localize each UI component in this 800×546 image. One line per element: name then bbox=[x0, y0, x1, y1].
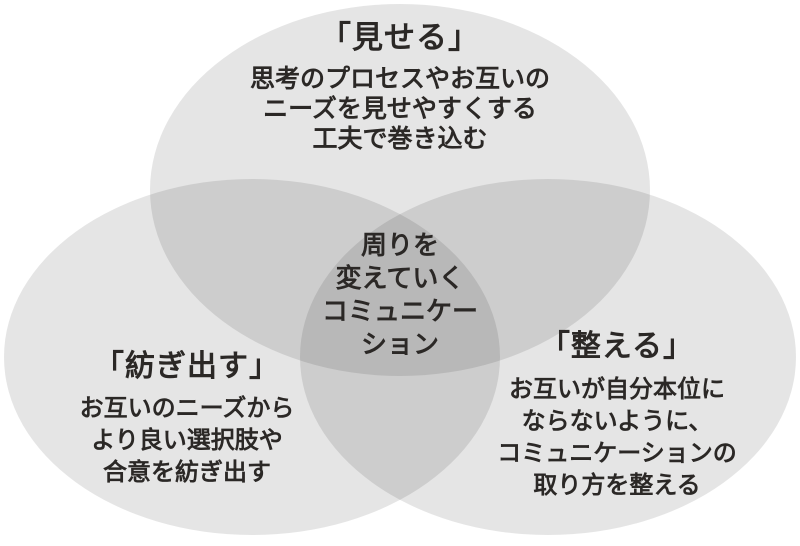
circle-body-totonoeru: お互いが自分本位に ならないように、 コミュニケーションの 取り方を整える bbox=[467, 373, 767, 501]
venn-circle-miseru bbox=[150, 4, 650, 376]
circle-body-tsumugidasu: お互いのニーズから より良い選択肢や 合意を紡ぎ出す bbox=[37, 392, 337, 488]
circle-title-tsumugidasu: 「紡ぎ出す」 bbox=[94, 349, 280, 384]
label-line: 工夫で巻き込む bbox=[312, 124, 488, 153]
label-line: コミュニケーションの bbox=[497, 439, 737, 467]
label-line: より良い選択肢や bbox=[91, 426, 283, 454]
label-line: 変えていく bbox=[335, 264, 465, 294]
circle-title-totonoeru: 「整える」 bbox=[539, 329, 695, 364]
venn-center-label: 周りを 変えていく コミュニケー ション bbox=[300, 230, 500, 362]
venn-circle-totonoeru bbox=[300, 179, 796, 535]
label-line: ならないように、 bbox=[521, 407, 713, 435]
label-line: コミュニケー bbox=[321, 297, 478, 327]
label-line: ニーズを見せやすくする bbox=[263, 94, 537, 123]
circle-body-miseru: 思考のプロセスやお互いの ニーズを見せやすくする 工夫で巻き込む bbox=[200, 64, 600, 154]
label-line: お互いのニーズから bbox=[79, 394, 295, 422]
label-line: 取り方を整える bbox=[533, 471, 701, 499]
label-line: 思考のプロセスやお互いの bbox=[249, 64, 550, 93]
venn-circle-tsumugidasu bbox=[4, 179, 500, 535]
label-line: 合意を紡ぎ出す bbox=[103, 458, 271, 486]
label-line: お互いが自分本位に bbox=[509, 375, 725, 403]
circle-label-totonoeru: 「整える」 お互いが自分本位に ならないように、 コミュニケーションの 取り方を… bbox=[467, 330, 767, 501]
circle-title-miseru: 「見せる」 bbox=[320, 20, 480, 56]
circle-label-tsumugidasu: 「紡ぎ出す」 お互いのニーズから より良い選択肢や 合意を紡ぎ出す bbox=[37, 350, 337, 488]
circle-label-miseru: 「見せる」 思考のプロセスやお互いの ニーズを見せやすくする 工夫で巻き込む bbox=[200, 20, 600, 154]
label-line: 周りを bbox=[360, 231, 439, 261]
label-line: ション bbox=[360, 330, 439, 360]
